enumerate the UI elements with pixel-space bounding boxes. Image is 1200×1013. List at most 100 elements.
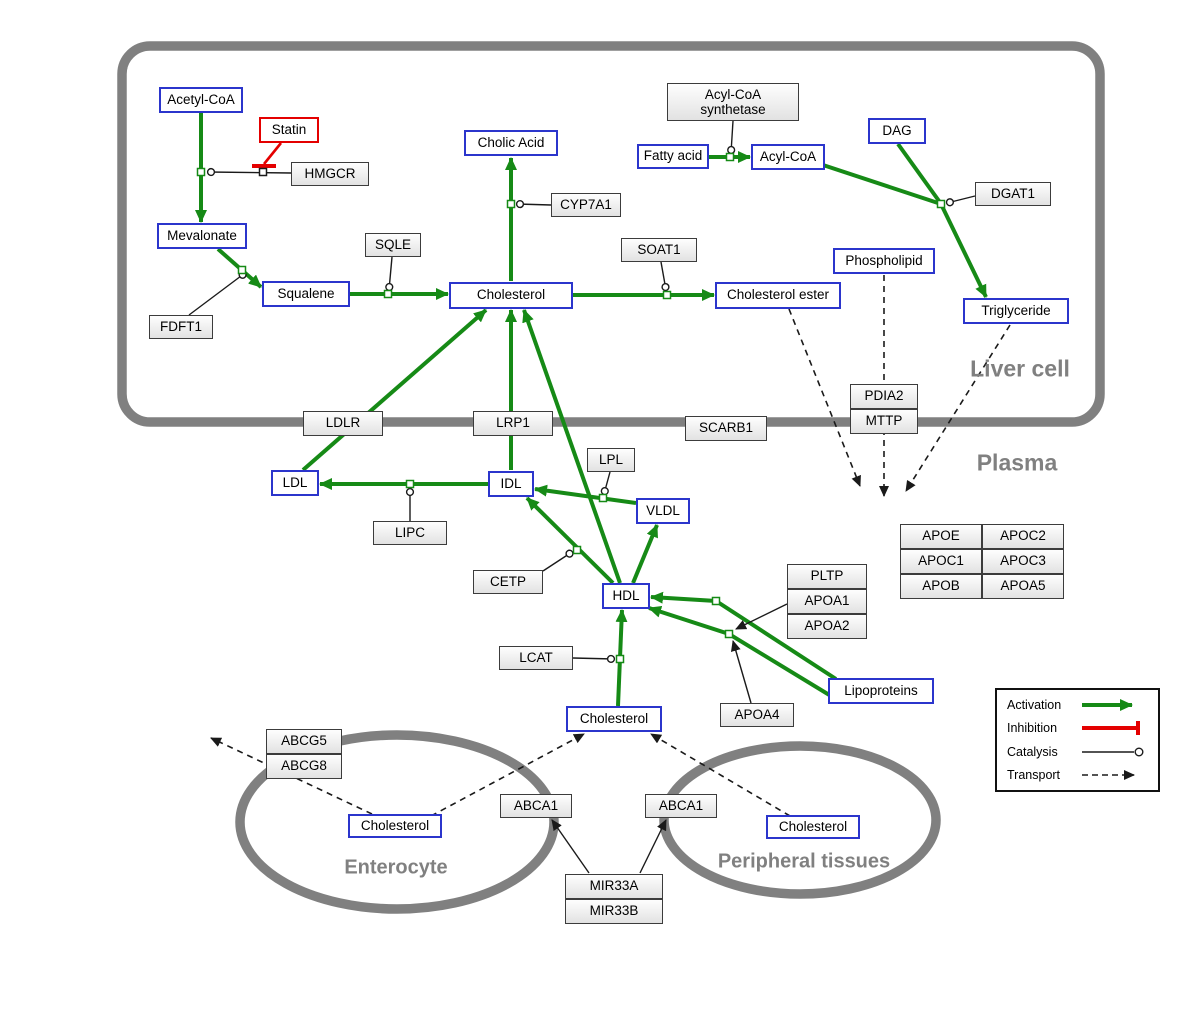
edge-statin-inhibition — [262, 142, 283, 165]
node-apoa4[interactable]: APOA4 — [720, 703, 794, 727]
node-abcg5[interactable]: ABCG5 — [266, 728, 342, 754]
edge-mir33-to-abca1-right — [639, 819, 667, 874]
node-pdia2[interactable]: PDIA2 — [850, 383, 918, 409]
node-cholesterol-ester[interactable]: Cholesterol ester — [715, 281, 841, 309]
legend-label: Activation — [1007, 698, 1062, 712]
node-ldl[interactable]: LDL — [271, 470, 319, 496]
node-scarb1[interactable]: SCARB1 — [685, 415, 767, 441]
edge-cyp7a1-catalysis — [515, 199, 552, 209]
edge-anchor — [725, 152, 735, 162]
edge-anchor — [383, 289, 393, 299]
node-cholesterol-enterocyte[interactable]: Cholesterol — [348, 814, 442, 838]
legend-symbol-inhibition-icon — [1082, 721, 1140, 736]
node-apob[interactable]: APOB — [900, 573, 982, 599]
node-cholesterol-plasma[interactable]: Cholesterol — [566, 706, 662, 732]
node-apoc1[interactable]: APOC1 — [900, 548, 982, 574]
legend-symbol-catalysis-icon — [1082, 747, 1144, 757]
plasma-label: Plasma — [976, 449, 1058, 476]
node-ldlr[interactable]: LDLR — [303, 410, 383, 436]
node-fatty-acid[interactable]: Fatty acid — [637, 143, 709, 169]
node-cholesterol-liver[interactable]: Cholesterol — [449, 281, 573, 309]
liver-cell-outline — [117, 41, 1105, 427]
node-cholesterol-peripheral[interactable]: Cholesterol — [766, 815, 860, 839]
node-lcat[interactable]: LCAT — [499, 646, 573, 670]
enterocyte-label: Enterocyte — [344, 856, 448, 879]
edge-anchor — [724, 629, 734, 639]
node-lipc[interactable]: LIPC — [373, 521, 447, 545]
node-cholic-acid[interactable]: Cholic Acid — [464, 130, 558, 156]
node-cetp[interactable]: CETP — [473, 570, 543, 594]
node-cyp7a1[interactable]: CYP7A1 — [551, 193, 621, 217]
edge-soat1-catalysis — [660, 261, 670, 292]
legend-symbol-transport-icon — [1082, 769, 1135, 780]
edge-dgat1-catalysis — [945, 195, 976, 207]
node-dag[interactable]: DAG — [868, 118, 926, 144]
node-idl[interactable]: IDL — [488, 471, 534, 497]
edge-anchor — [196, 167, 206, 177]
node-vldl[interactable]: VLDL — [636, 498, 690, 524]
node-acyl-coa[interactable]: Acyl-CoA — [751, 144, 825, 170]
legend-label: Catalysis — [1007, 744, 1058, 759]
edge-hdl-to-idl — [525, 496, 615, 585]
edge-anchor — [237, 265, 247, 275]
node-apoa1[interactable]: APOA1 — [787, 588, 867, 614]
edge-anchor — [936, 199, 946, 209]
node-abca1-right[interactable]: ABCA1 — [645, 794, 717, 818]
edge-lcat-catalysis — [572, 654, 616, 664]
edge-anchor — [506, 199, 516, 209]
node-soat1[interactable]: SOAT1 — [621, 238, 697, 262]
node-fdft1[interactable]: FDFT1 — [149, 315, 213, 339]
node-apoa5[interactable]: APOA5 — [982, 573, 1064, 599]
node-statin[interactable]: Statin — [259, 117, 319, 143]
peripheral-tissues-label: Peripheral tissues — [717, 850, 891, 873]
edge-anchor — [572, 545, 582, 555]
edge-anchor — [598, 493, 608, 503]
edge-mir33-to-abca1-left — [551, 819, 590, 874]
edge-anchor — [615, 654, 625, 664]
node-lipoproteins[interactable]: Lipoproteins — [828, 678, 934, 704]
node-sqle[interactable]: SQLE — [365, 233, 421, 257]
edge-anchor — [711, 596, 721, 606]
legend-label: Transport — [1007, 767, 1061, 782]
legend-item-catalysis: Catalysis — [1007, 744, 1148, 760]
node-hdl[interactable]: HDL — [602, 583, 650, 609]
node-squalene[interactable]: Squalene — [262, 281, 350, 307]
node-abcg8[interactable]: ABCG8 — [266, 753, 342, 779]
node-pltp[interactable]: PLTP — [787, 563, 867, 589]
edge-apoa4-regulation — [730, 640, 752, 704]
edge-enterocyte-to-plasma-cholesterol — [430, 733, 585, 817]
node-mir33b[interactable]: MIR33B — [565, 898, 663, 924]
liver-cell-label: Liver cell — [970, 355, 1070, 382]
node-lpl[interactable]: LPL — [587, 448, 635, 472]
node-triglyceride[interactable]: Triglyceride — [963, 298, 1069, 324]
edge-apoa-stack-regulation — [735, 603, 788, 630]
node-apoc3[interactable]: APOC3 — [982, 548, 1064, 574]
node-apoc2[interactable]: APOC2 — [982, 523, 1064, 549]
node-phospholipid[interactable]: Phospholipid — [833, 248, 935, 274]
node-apoa2[interactable]: APOA2 — [787, 613, 867, 639]
edge-vldl-to-idl — [534, 484, 637, 505]
legend-symbol-activation-icon — [1082, 699, 1133, 711]
node-dgat1[interactable]: DGAT1 — [975, 182, 1051, 206]
legend-label: Inhibition — [1007, 721, 1058, 736]
node-acetyl-coa[interactable]: Acetyl-CoA — [159, 87, 243, 113]
node-apoe[interactable]: APOE — [900, 523, 982, 549]
edge-acyl-coa-synthetase-catalysis — [727, 120, 736, 155]
node-hmgcr[interactable]: HMGCR — [291, 162, 369, 186]
node-lrp1[interactable]: LRP1 — [473, 410, 553, 436]
edge-sqle-catalysis — [385, 256, 394, 292]
edge-lpl-catalysis — [600, 471, 611, 496]
node-acyl-coa-synthetase[interactable]: Acyl-CoA synthetase — [667, 83, 799, 121]
node-mir33a[interactable]: MIR33A — [565, 873, 663, 899]
node-mevalonate[interactable]: Mevalonate — [157, 223, 247, 249]
node-mttp[interactable]: MTTP — [850, 408, 918, 434]
edge-cetp-catalysis — [542, 549, 574, 572]
legend-item-transport: Transport — [1007, 767, 1148, 783]
node-abca1-left[interactable]: ABCA1 — [500, 794, 572, 818]
edge-ldl-to-cholesterol — [301, 308, 488, 472]
edge-hmgcr-catalysis — [206, 167, 292, 177]
legend-item-inhibition: Inhibition — [1007, 720, 1148, 736]
